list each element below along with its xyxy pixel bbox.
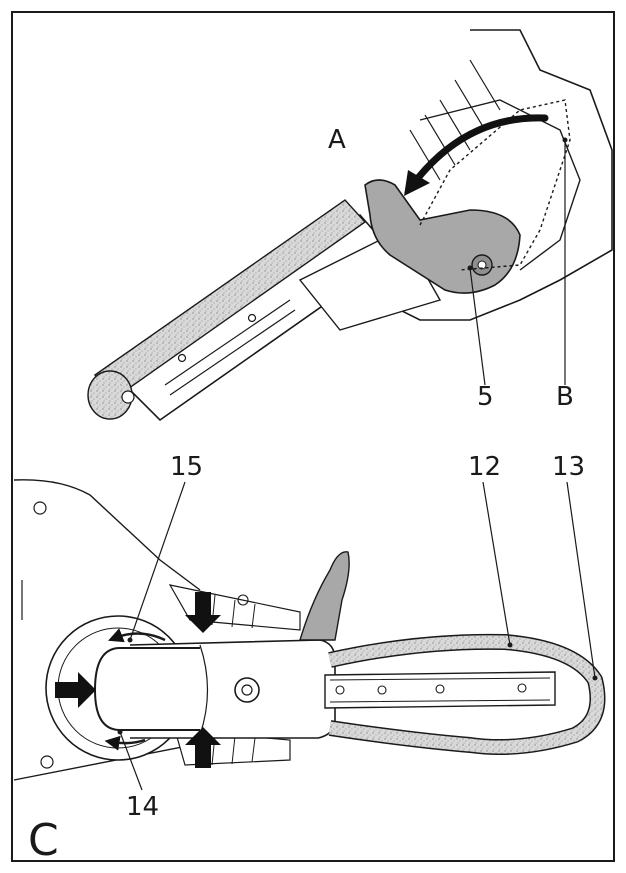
lever: [299, 551, 350, 641]
housing-screw-1: [33, 501, 47, 515]
lever-pivot-inner: [477, 260, 487, 270]
label-15: 15: [170, 452, 203, 482]
slot-hole-2: [377, 685, 387, 695]
sanding-belt-loop-fill: [328, 635, 604, 754]
label-5: 5: [477, 382, 494, 412]
leader-13-dot: [592, 675, 598, 681]
leader-b-dot: [562, 137, 568, 143]
rib-screw-1: [237, 594, 249, 606]
leader-15: [129, 481, 186, 641]
belt-arm-slot: [329, 677, 551, 703]
leader-13: [566, 481, 596, 679]
push-arrow-top: [185, 592, 221, 633]
label-14: 14: [126, 792, 159, 822]
arm-hole-1: [177, 353, 187, 363]
slot-hole-1: [335, 685, 345, 695]
push-arrow-left: [55, 672, 96, 708]
leader-5: [469, 267, 486, 386]
nose-roll-axle: [121, 390, 135, 404]
rotation-arrow-upper: [108, 628, 166, 643]
leader-14: [119, 731, 143, 791]
top-figure: A 5 B: [87, 29, 613, 422]
arm-bolt-inner: [241, 684, 253, 696]
outer-frame: [11, 11, 615, 862]
ribbed-housing-upper: [168, 584, 301, 631]
motor-housing-ribs: [409, 59, 501, 181]
leader-12-dot: [507, 642, 513, 648]
label-12: 12: [468, 452, 501, 482]
motor-housing-side: [419, 99, 581, 271]
label-b: B: [556, 382, 574, 412]
curved-arrow: [414, 114, 549, 182]
motor-housing: [379, 29, 613, 321]
slot-hole-3: [435, 684, 445, 694]
curved-arrow-head: [404, 170, 430, 196]
label-c: C: [28, 815, 59, 866]
belt-arm-extension: [324, 671, 556, 709]
leader-5-dot: [467, 265, 473, 271]
lever-position-b-outline: [419, 99, 571, 271]
bottom-figure: 15 12 13 14 C: [13, 452, 606, 866]
arm-hole-2: [247, 313, 257, 323]
leader-15-dot: [127, 637, 133, 643]
label-a: A: [328, 125, 346, 155]
housing-screw-2: [40, 755, 54, 769]
arm-slot: [164, 299, 296, 396]
arm-body: [129, 639, 336, 739]
leader-14-dot: [117, 729, 123, 735]
label-13: 13: [552, 452, 585, 482]
leader-12: [482, 481, 511, 646]
arm-divider: [199, 644, 209, 736]
slot-hole-4: [517, 683, 527, 693]
rib-lines: [211, 594, 256, 766]
rotation-arrow-lower: [104, 735, 146, 751]
push-arrow-bottom: [185, 727, 221, 768]
